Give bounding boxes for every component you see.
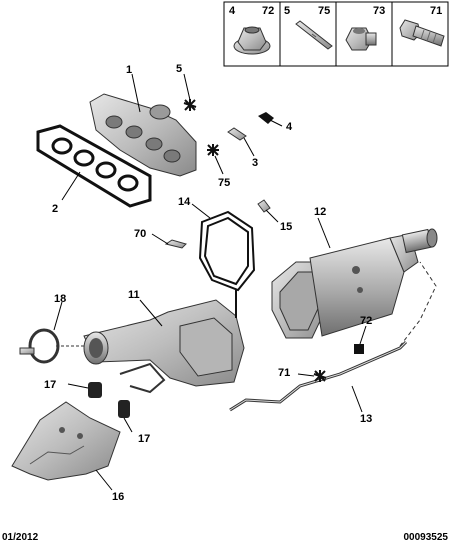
- rubber-mount: [118, 400, 130, 418]
- callout-1: 1: [126, 64, 132, 76]
- callout-3: 3: [252, 157, 258, 169]
- screw-part: [257, 199, 271, 213]
- pressure-pipe: [229, 340, 408, 412]
- legend-ref: 4: [229, 5, 236, 17]
- legend-ref-extra: 75: [318, 5, 330, 17]
- bolt-icon: [399, 19, 445, 47]
- nut-icon: [345, 27, 377, 51]
- pressure-pipe-dashed-route: [399, 261, 437, 347]
- legend-ref: 73: [373, 5, 385, 17]
- fastener-legend: 4 72 5 75 73 71: [223, 1, 449, 67]
- legend-ref: 71: [430, 5, 442, 17]
- callout-2: 2: [52, 203, 58, 215]
- manifold-gasket: [36, 124, 152, 208]
- callout-17: 17: [138, 433, 150, 445]
- footer-date: 01/2012: [2, 532, 39, 543]
- stud-part: [227, 127, 247, 141]
- catalytic-converter: [83, 299, 245, 394]
- flange-nut-part: [354, 344, 364, 354]
- rubber-mount: [88, 382, 102, 398]
- exhaust-clamp: [19, 328, 60, 364]
- flange-nut-part: [258, 112, 274, 124]
- callout-15: 15: [280, 221, 292, 233]
- callout-11: 11: [128, 289, 140, 301]
- particulate-filter: [271, 228, 438, 339]
- legend-ref: 5: [284, 5, 290, 17]
- dpf-gasket: [198, 210, 256, 292]
- screw-part: [164, 239, 187, 249]
- callout-13: 13: [360, 413, 372, 425]
- fastener-star-icon: [183, 99, 197, 111]
- callout-5: 5: [176, 63, 182, 75]
- leader-lines: [53, 73, 367, 491]
- callout-14: 14: [178, 196, 191, 208]
- callout-4: 4: [286, 121, 293, 133]
- fastener-star-icon: [313, 370, 327, 382]
- heat-shield-bracket: [11, 401, 121, 481]
- callout-16: 16: [112, 491, 124, 503]
- exhaust-manifold: [89, 93, 197, 177]
- fastener-star-icon: [207, 144, 219, 156]
- footer-code: 00093525: [404, 532, 449, 543]
- callout-17: 17: [44, 379, 56, 391]
- flange-nut-icon: [233, 26, 271, 55]
- callout-70: 70: [134, 228, 146, 240]
- assembly-guide-lines: [56, 290, 237, 347]
- callout-12: 12: [314, 206, 326, 218]
- callout-71: 71: [278, 367, 290, 379]
- legend-ref-extra: 72: [262, 5, 274, 17]
- stud-icon: [295, 20, 333, 50]
- callout-75: 75: [218, 177, 230, 189]
- callout-18: 18: [54, 293, 66, 305]
- callout-72: 72: [360, 315, 372, 327]
